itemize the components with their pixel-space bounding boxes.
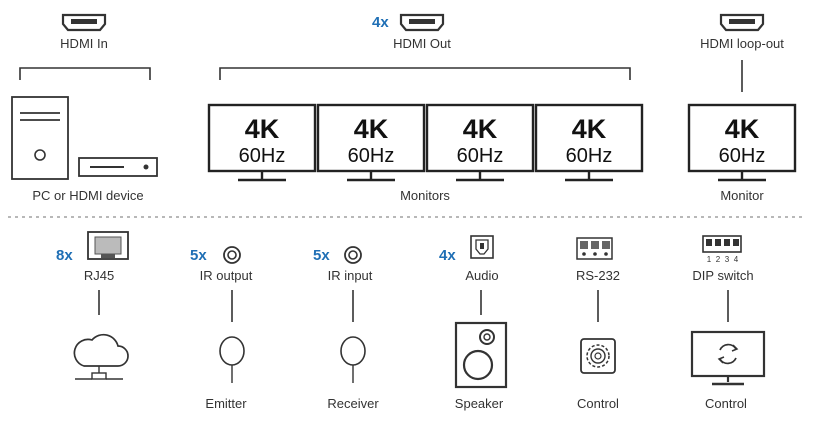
dip-number-2: 2 <box>716 255 721 264</box>
refresh-rate-text: 60Hz <box>347 145 395 167</box>
monitor-screen-4: 4K 60Hz <box>565 114 613 167</box>
rj45-count: 8x <box>56 247 73 264</box>
speaker-label: Speaker <box>454 396 504 411</box>
speaker-icon <box>454 321 508 389</box>
hdmi-out-bracket <box>219 67 631 80</box>
monitor-screen-2: 4K 60Hz <box>347 114 395 167</box>
monitor-screen-3: 4K 60Hz <box>456 114 504 167</box>
resolution-text: 4K <box>724 114 760 144</box>
rj45-label: RJ45 <box>83 268 115 283</box>
source-label: PC or HDMI device <box>32 188 144 203</box>
ir-jack-icon <box>223 246 241 264</box>
emitter-label: Emitter <box>205 396 247 411</box>
monitor-screen-1: 4K 60Hz <box>238 114 286 167</box>
hdmi-out-label: HDMI Out <box>393 36 451 51</box>
resolution-text: 4K <box>571 114 607 144</box>
hdmi-loop-out-icon <box>719 13 765 32</box>
ir-emitter-icon <box>219 336 245 383</box>
ir-output-label: IR output <box>199 268 253 283</box>
rs232-label: RS-232 <box>575 268 621 283</box>
monitors-label: Monitors <box>400 188 450 203</box>
refresh-rate-text: 60Hz <box>718 145 766 167</box>
dip-control-label: Control <box>705 396 747 411</box>
ir-input-count: 5x <box>313 247 330 264</box>
dip-number-3: 3 <box>725 255 730 264</box>
hdmi-in-icon <box>61 13 107 32</box>
control-monitor-icon <box>690 330 766 386</box>
hdmi-in-label: HDMI In <box>60 36 108 51</box>
optical-audio-icon <box>470 235 494 259</box>
control-gear-icon <box>580 338 616 374</box>
monitor-screen-loop: 4K 60Hz <box>718 114 766 167</box>
hdmi-out-count: 4x <box>372 14 389 31</box>
pc-tower-icon <box>11 96 69 180</box>
resolution-text: 4K <box>462 114 498 144</box>
resolution-text: 4K <box>244 114 280 144</box>
resolution-text: 4K <box>353 114 389 144</box>
hdmi-loop-out-label: HDMI loop-out <box>700 36 784 51</box>
ir-output-count: 5x <box>190 247 207 264</box>
hdmi-out-icon <box>399 13 445 32</box>
refresh-rate-text: 60Hz <box>238 145 286 167</box>
ir-jack-icon <box>344 246 362 264</box>
refresh-rate-text: 60Hz <box>456 145 504 167</box>
cloud-network-icon <box>73 333 129 380</box>
audio-count: 4x <box>439 247 456 264</box>
audio-label: Audio <box>465 268 499 283</box>
terminal-block-icon <box>576 237 613 260</box>
rs232-control-label: Control <box>577 396 619 411</box>
monitor-label: Monitor <box>720 188 764 203</box>
media-player-icon <box>78 157 158 177</box>
rj45-icon <box>87 231 129 260</box>
dip-number-1: 1 <box>707 255 712 264</box>
receiver-label: Receiver <box>327 396 379 411</box>
dip-switch-label: DIP switch <box>692 268 754 283</box>
ir-input-label: IR input <box>327 268 373 283</box>
refresh-rate-text: 60Hz <box>565 145 613 167</box>
ir-receiver-icon <box>340 336 366 383</box>
dip-switch-icon: 1 2 3 4 <box>702 235 742 264</box>
hdmi-in-bracket <box>19 67 151 80</box>
dip-number-4: 4 <box>734 255 739 264</box>
